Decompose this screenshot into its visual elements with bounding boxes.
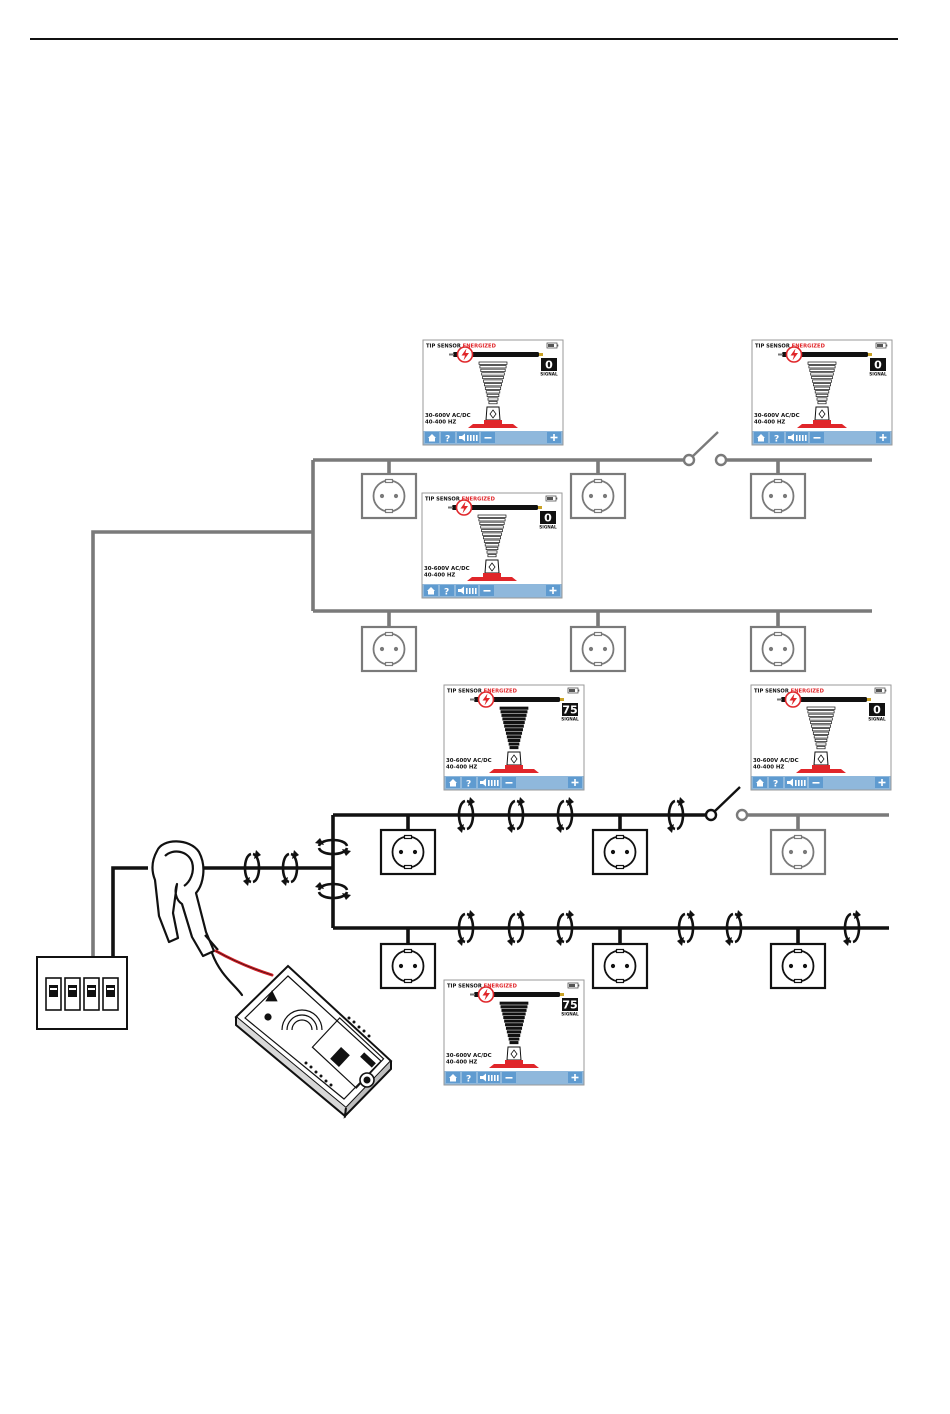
voltage-spec: 30-600V AC/DC — [425, 413, 471, 419]
screen-title-prefix: TIP SENSOR — [754, 689, 791, 695]
plus-icon — [876, 432, 890, 443]
receptacle-icon — [769, 828, 827, 876]
screen-title-state: ENERGIZED — [791, 689, 825, 695]
voltage-spec: 30-600V AC/DC — [446, 758, 492, 764]
plus-icon — [568, 1072, 582, 1083]
battery-icon — [567, 982, 580, 989]
screen-title-prefix: TIP SENSOR — [426, 344, 463, 350]
signal-value: 75 — [562, 704, 577, 717]
plus-icon — [546, 585, 560, 596]
voltage-spec: 30-600V AC/DC — [446, 1053, 492, 1059]
battery-icon — [546, 342, 559, 349]
voltage-spec: 30-600V AC/DC — [424, 566, 470, 572]
lightning-icon — [784, 691, 802, 708]
lightning-icon — [477, 986, 495, 1003]
receptacle-icon — [569, 472, 627, 520]
receptacle-icon — [749, 472, 807, 520]
plus-icon — [875, 777, 889, 788]
receptacle-icon — [591, 828, 649, 876]
screen-title: TIP SENSOR ENERGIZED — [447, 689, 518, 695]
signal-value: 0 — [544, 512, 552, 525]
screen-title-state: ENERGIZED — [462, 497, 496, 503]
receptacle-icon — [379, 828, 437, 876]
signal-value: 75 — [562, 999, 577, 1012]
lightning-icon — [785, 346, 803, 363]
lightning-icon — [477, 691, 495, 708]
screen-toolbar-buttons — [446, 777, 516, 790]
frequency-spec: 40-400 HZ — [425, 420, 456, 426]
signal-label: SIGNAL — [868, 717, 886, 722]
voltage-spec: 30-600V AC/DC — [753, 758, 799, 764]
screen-title-prefix: TIP SENSOR — [425, 497, 462, 503]
signal-value: 0 — [873, 704, 881, 717]
battery-icon — [874, 687, 887, 694]
screen-toolbar-buttons — [424, 585, 494, 598]
receptacle-icon — [360, 472, 418, 520]
screen-toolbar-buttons — [425, 432, 495, 445]
frequency-spec: 40-400 HZ — [753, 765, 784, 771]
signal-label: SIGNAL — [539, 525, 557, 530]
lower-circuit — [111, 813, 889, 957]
screen-title: TIP SENSOR ENERGIZED — [426, 344, 497, 350]
test-leads — [210, 949, 274, 997]
frequency-spec: 40-400 HZ — [424, 573, 455, 579]
screen-title: TIP SENSOR ENERGIZED — [755, 344, 826, 350]
screen-toolbar-buttons — [446, 1072, 516, 1085]
frequency-spec: 40-400 HZ — [446, 765, 477, 771]
screen-title: TIP SENSOR ENERGIZED — [754, 689, 825, 695]
screen-title-prefix: TIP SENSOR — [447, 984, 484, 990]
signal-label: SIGNAL — [869, 372, 887, 377]
screen-toolbar-buttons — [754, 432, 824, 445]
lower-switch-icon — [704, 786, 749, 822]
signal-label: SIGNAL — [540, 372, 558, 377]
screen-toolbar-buttons — [753, 777, 823, 790]
transmitter-icon — [234, 964, 393, 1119]
screen-title-prefix: TIP SENSOR — [755, 344, 792, 350]
screen-title-state: ENERGIZED — [484, 689, 518, 695]
upper-switch-icon — [682, 431, 728, 467]
signal-value: 0 — [874, 359, 882, 372]
signal-value: 0 — [545, 359, 553, 372]
receptacle-icon — [379, 942, 437, 990]
breaker-panel-icon — [36, 956, 128, 1030]
battery-icon — [875, 342, 888, 349]
battery-icon — [567, 687, 580, 694]
receptacle-icon — [569, 625, 627, 673]
battery-icon — [545, 495, 558, 502]
upper-circuit — [91, 458, 872, 957]
screen-title-state: ENERGIZED — [484, 984, 518, 990]
plus-icon — [547, 432, 561, 443]
screen-title: TIP SENSOR ENERGIZED — [447, 984, 518, 990]
receptacle-icon — [591, 942, 649, 990]
screen-title-state: ENERGIZED — [463, 344, 497, 350]
frequency-spec: 40-400 HZ — [754, 420, 785, 426]
signal-label: SIGNAL — [561, 1012, 579, 1017]
plus-icon — [568, 777, 582, 788]
receptacle-icon — [749, 625, 807, 673]
signal-label: SIGNAL — [561, 717, 579, 722]
screen-title-state: ENERGIZED — [792, 344, 826, 350]
screen-title: TIP SENSOR ENERGIZED — [425, 497, 496, 503]
clamp-icon — [151, 840, 219, 958]
screen-title-prefix: TIP SENSOR — [447, 689, 484, 695]
receptacle-icon — [360, 625, 418, 673]
frequency-spec: 40-400 HZ — [446, 1060, 477, 1066]
voltage-spec: 30-600V AC/DC — [754, 413, 800, 419]
signal-arrows — [241, 795, 863, 948]
lightning-icon — [456, 346, 474, 363]
receptacle-icon — [769, 942, 827, 990]
lightning-icon — [455, 499, 473, 516]
